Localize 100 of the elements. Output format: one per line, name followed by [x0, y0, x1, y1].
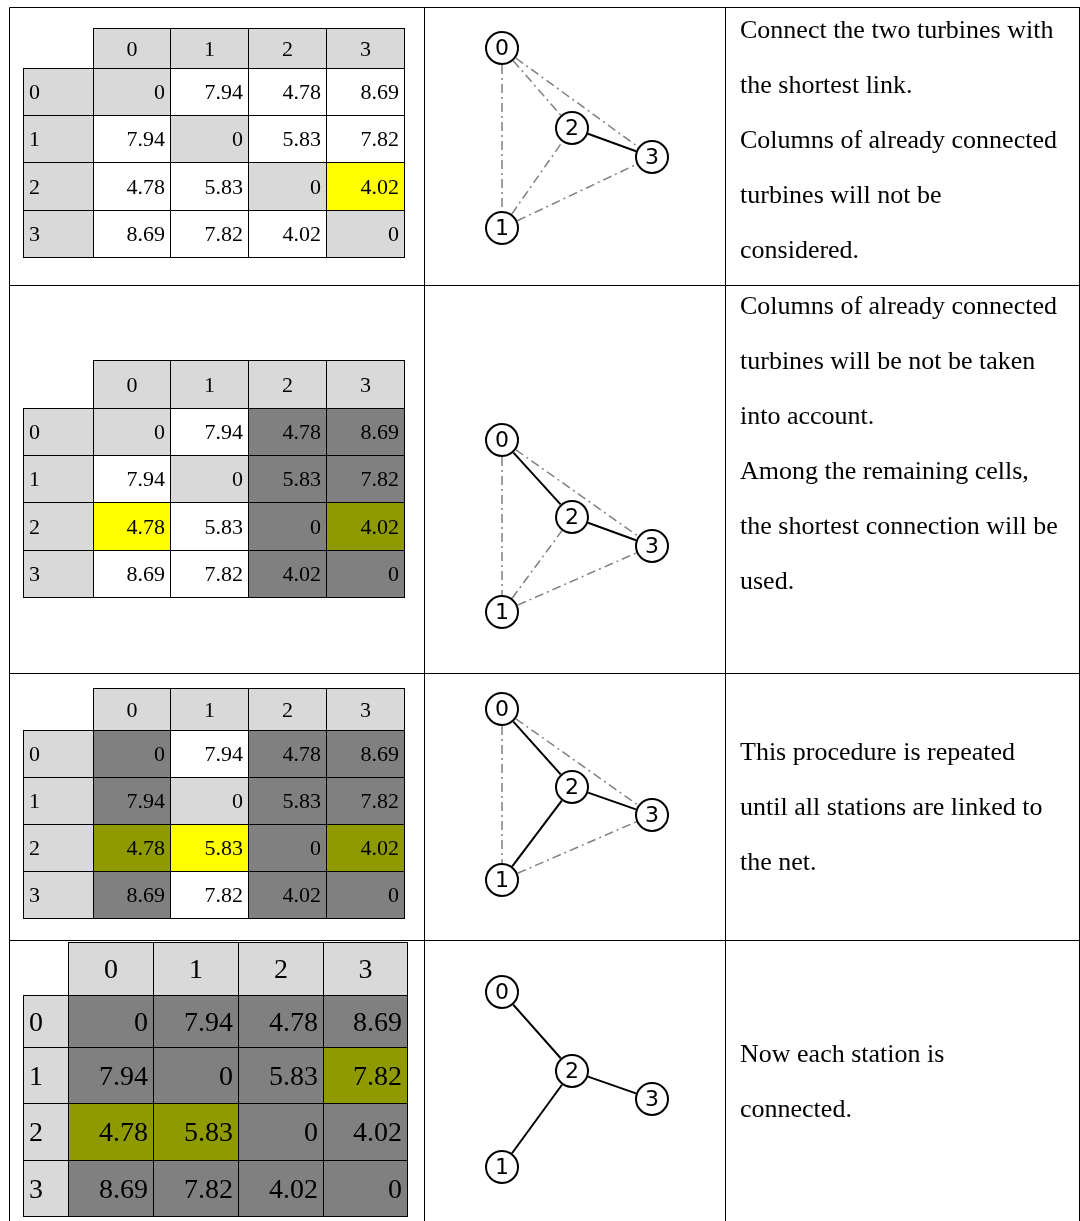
- row-header: 3: [23, 871, 94, 919]
- matrix-cell: 7.94: [93, 777, 171, 825]
- graph-node: 0: [485, 423, 519, 457]
- graph-node: 1: [485, 1150, 519, 1184]
- matrix-cell: 4.02: [326, 162, 405, 211]
- matrix-cell: 0: [248, 824, 327, 872]
- row-header: 0: [23, 68, 94, 116]
- matrix-cell: 7.94: [68, 1047, 154, 1104]
- description-text: Among the remaining cells, the shortest connection will be used.: [740, 455, 1059, 597]
- link-line: [512, 1003, 562, 1060]
- row-header: 2: [23, 1103, 69, 1161]
- column-header: 1: [170, 360, 249, 409]
- link-line: [587, 1075, 637, 1095]
- matrix-cell: 4.02: [238, 1160, 324, 1217]
- link-line: [511, 1083, 563, 1155]
- matrix-cell: 0: [93, 408, 171, 456]
- dashed-link: [516, 821, 638, 874]
- graph-node: 2: [555, 770, 589, 804]
- graph-node: 1: [485, 863, 519, 897]
- dashed-link: [511, 141, 563, 215]
- matrix-cell: 4.78: [248, 408, 327, 456]
- row-header: 1: [23, 777, 94, 825]
- row-header: 1: [23, 1047, 69, 1104]
- matrix-cell: 4.02: [326, 502, 405, 551]
- link-line: [512, 720, 562, 776]
- column-header: 2: [248, 360, 327, 409]
- dashed-link: [515, 718, 639, 806]
- column-header: 3: [323, 942, 408, 996]
- column-header: 1: [170, 688, 249, 731]
- matrix-cell: 5.83: [170, 824, 249, 872]
- description-text: Columns of already connected turbines will not be considered.: [740, 124, 1058, 266]
- column-header: 2: [248, 688, 327, 731]
- link-line: [512, 451, 562, 506]
- description-text: This procedure is repeated until all stations are linked to the net.: [740, 736, 1044, 878]
- dashed-link: [501, 725, 503, 864]
- column-header: 0: [93, 360, 171, 409]
- link-line: [511, 799, 563, 868]
- column-header: 1: [153, 942, 239, 996]
- row-header: 2: [23, 824, 94, 872]
- matrix-cell: 5.83: [248, 455, 327, 503]
- matrix-cell: 4.78: [68, 1103, 154, 1161]
- matrix-cell: 8.69: [93, 871, 171, 919]
- matrix-cell: 0: [93, 68, 171, 116]
- matrix-cell: 7.82: [323, 1047, 408, 1104]
- graph-node: 3: [635, 529, 669, 563]
- matrix-cell: 0: [326, 871, 405, 919]
- matrix-cell: 0: [170, 115, 249, 163]
- matrix-cell: 0: [238, 1103, 324, 1161]
- row-header: 3: [23, 210, 94, 258]
- row-header: 2: [23, 502, 94, 551]
- row-header: 2: [23, 162, 94, 211]
- dashed-link: [501, 456, 503, 596]
- column-header: 2: [238, 942, 324, 996]
- matrix-cell: 0: [170, 455, 249, 503]
- row-header: 3: [23, 550, 94, 598]
- graph-node: 3: [635, 798, 669, 832]
- matrix-cell: 0: [68, 995, 154, 1048]
- matrix-cell: 5.83: [153, 1103, 239, 1161]
- row-header: 0: [23, 995, 69, 1048]
- matrix-cell: 8.69: [326, 408, 405, 456]
- matrix-cell: 8.69: [323, 995, 408, 1048]
- matrix-cell: 0: [153, 1047, 239, 1104]
- description-text: Now each station is connected.: [740, 1037, 946, 1125]
- matrix-cell: 0: [248, 162, 327, 211]
- column-header: 2: [248, 28, 327, 69]
- matrix-cell: 4.78: [93, 502, 171, 551]
- graph-node: 0: [485, 975, 519, 1009]
- dashed-link: [512, 60, 562, 116]
- graph-node: 2: [555, 500, 589, 534]
- dashed-link: [516, 552, 638, 606]
- graph-node: 3: [635, 1082, 669, 1116]
- column-header: 0: [68, 942, 154, 996]
- row-header: 0: [23, 730, 94, 778]
- description-text: Connect the two turbines with the shortest link.: [740, 14, 1055, 101]
- row-header: 1: [23, 115, 94, 163]
- matrix-cell: 4.02: [326, 824, 405, 872]
- column-header: 0: [93, 688, 171, 731]
- matrix-cell: 0: [326, 210, 405, 258]
- matrix-cell: 8.69: [326, 730, 405, 778]
- matrix-cell: 0: [93, 730, 171, 778]
- matrix-cell: 7.82: [326, 455, 405, 503]
- matrix-cell: 7.82: [326, 777, 405, 825]
- matrix-cell: 4.02: [323, 1103, 408, 1161]
- column-header: 3: [326, 688, 405, 731]
- dashed-link: [515, 449, 639, 537]
- link-line: [587, 132, 637, 153]
- row-header: 3: [23, 1160, 69, 1217]
- graph-node: 0: [485, 692, 519, 726]
- dashed-link: [511, 529, 563, 600]
- matrix-cell: 0: [248, 502, 327, 551]
- description-text: Columns of already connected turbines will be not be taken into account.: [740, 290, 1058, 432]
- matrix-cell: 0: [326, 550, 405, 598]
- row-header: 1: [23, 455, 94, 503]
- column-header: 3: [326, 28, 405, 69]
- matrix-cell: 7.94: [153, 995, 239, 1048]
- dashed-link: [515, 57, 639, 148]
- column-header: 1: [170, 28, 249, 69]
- matrix-cell: 5.83: [248, 777, 327, 825]
- column-header: 3: [326, 360, 405, 409]
- graph-node: 2: [555, 1054, 589, 1088]
